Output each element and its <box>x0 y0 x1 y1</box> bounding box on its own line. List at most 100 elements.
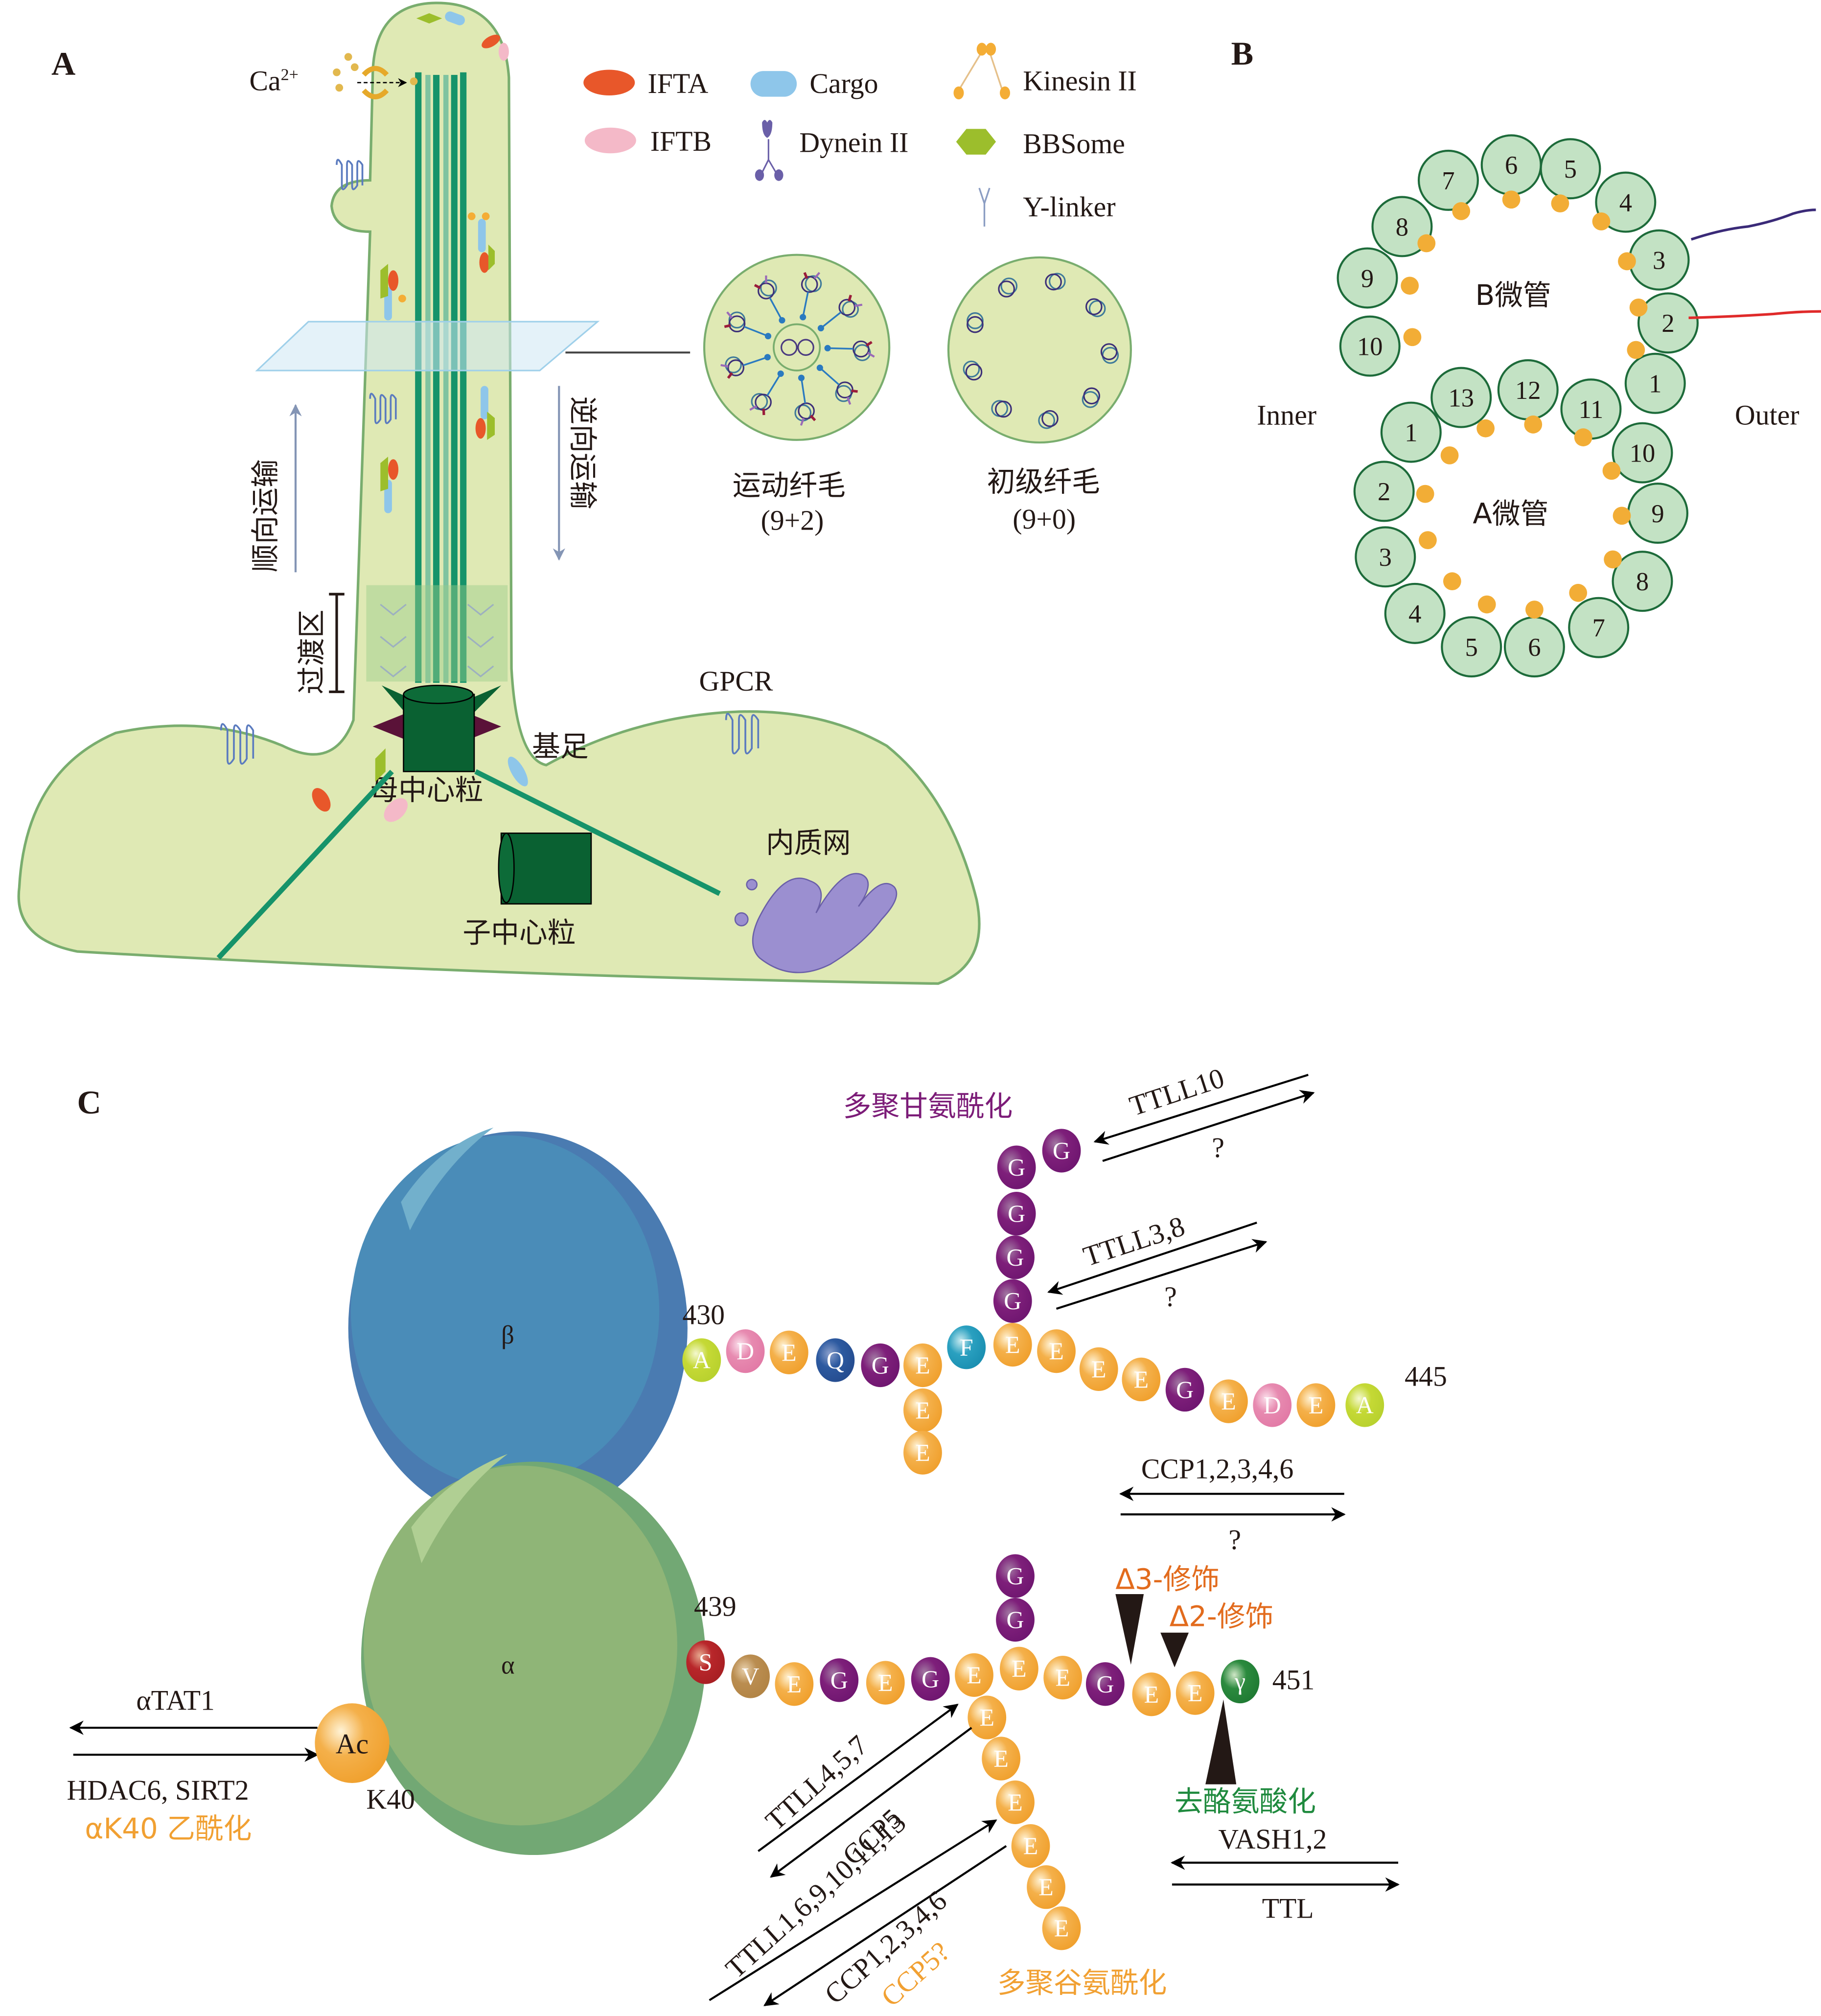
polyglycylation-label: 多聚甘氨酰化 <box>843 1089 1013 1123</box>
cargo-icon <box>750 71 797 97</box>
protofilament-number: 8 <box>1636 568 1649 596</box>
legend-cargo: Cargo <box>809 69 878 99</box>
legend-bbsome: BBSome <box>1023 129 1125 160</box>
bbsome-particle <box>375 748 386 782</box>
amino-acid-letter: E <box>1008 1789 1022 1816</box>
amino-acid-bead: V <box>731 1654 770 1698</box>
protofilament: 4 <box>1595 171 1657 233</box>
protofilament-number: 2 <box>1378 478 1390 506</box>
amino-acid-letter: E <box>782 1339 796 1366</box>
mt-inner-protein <box>1613 507 1631 525</box>
delta3-cleavage-marker <box>1115 1594 1144 1665</box>
motile-cilium-label: 运动纤毛 <box>733 469 846 502</box>
inner-label: Inner <box>1257 400 1316 431</box>
protofilament: 5 <box>1540 138 1601 200</box>
amino-acid-bead: E <box>1176 1671 1215 1715</box>
beta-label: β <box>501 1321 514 1349</box>
daughter-centriole-label: 子中心粒 <box>462 916 576 950</box>
endoplasmic-reticulum-icon <box>734 873 898 973</box>
amino-acid-letter: V <box>742 1663 760 1690</box>
protofilament: 9 <box>1337 247 1398 309</box>
amino-acid-bead: G <box>911 1657 950 1701</box>
ttll457-label: TTLL4,5,7 <box>760 1730 874 1837</box>
acetyl-label: Ac <box>336 1729 369 1760</box>
amino-acid-letter: E <box>915 1352 930 1379</box>
basal-body-label: 基足 <box>532 730 589 763</box>
protofilament: 1 <box>1624 352 1686 414</box>
microtubule-doublet <box>800 272 822 321</box>
amino-acid-letter: E <box>967 1662 981 1689</box>
radial-spoke <box>820 311 842 329</box>
protofilament-number: 8 <box>1396 213 1408 241</box>
ccp5-arrow <box>770 1727 972 1878</box>
amino-acid-letter: G <box>1096 1670 1114 1697</box>
amino-acid-letter: E <box>1012 1655 1026 1682</box>
protofilament: 1 <box>1380 401 1442 463</box>
radial-spoke <box>743 356 768 367</box>
amino-acid-letter: G <box>922 1666 939 1692</box>
amino-acid-bead: E <box>982 1737 1021 1781</box>
calcium-label: Ca2+ <box>249 66 298 97</box>
amino-acid-bead: G <box>997 1145 1036 1189</box>
ttll-long-arrow <box>709 1819 997 2001</box>
amino-acid-letter: G <box>1007 1563 1024 1590</box>
outer-dynein-arm <box>749 405 757 411</box>
transition-zone-bracket <box>329 593 345 694</box>
protofilament: 11 <box>1560 378 1622 440</box>
microtubule-doublet <box>824 340 875 361</box>
mt-inner-protein <box>1551 194 1569 213</box>
microtubule-doublet <box>1085 298 1106 317</box>
amino-acid-bead: E <box>1000 1646 1038 1691</box>
amino-acid-letter: E <box>787 1670 802 1697</box>
radial-spoke <box>766 373 782 396</box>
primary-cilium-subtitle: (9+0) <box>1013 504 1076 535</box>
outer-dynein-arm <box>867 352 875 358</box>
amino-acid-bead: A <box>1345 1383 1384 1427</box>
cytoplasmic-microtubule <box>474 769 721 896</box>
amino-acid-letter: G <box>1004 1288 1021 1315</box>
acetyl-group <box>315 1703 390 1783</box>
outer-dynein-arm <box>720 364 729 368</box>
mt-inner-protein <box>1416 485 1434 503</box>
atat1-label: αTAT1 <box>136 1685 214 1716</box>
legend-ifta: IFTA <box>647 69 708 99</box>
amino-acid-bead: E <box>866 1661 905 1705</box>
amino-acid-bead: E <box>1027 1865 1065 1909</box>
radial-spoke <box>769 297 783 321</box>
mt-inner-protein <box>1592 212 1611 231</box>
protofilament: 10 <box>1612 422 1673 484</box>
mt-inner-protein <box>1525 601 1544 619</box>
legend-ylinker: Y-linker <box>1023 192 1115 223</box>
ttll10-arrow <box>1093 1074 1309 1145</box>
amino-acid-bead: G <box>996 1554 1035 1598</box>
amino-acid-letter: E <box>1144 1681 1159 1708</box>
protofilament-number: 1 <box>1405 418 1417 447</box>
amino-acid-bead: G <box>861 1343 900 1388</box>
beta-tubulin <box>348 1127 688 1525</box>
amino-acid-bead: E <box>1043 1655 1083 1700</box>
kinesin-icon <box>953 43 1011 99</box>
amino-acid-letter: E <box>915 1397 930 1424</box>
protofilament: 9 <box>1627 483 1688 544</box>
ttll10-reverse-arrow <box>1102 1089 1315 1162</box>
a-tubule-label: A微管 <box>1473 497 1548 531</box>
outer-arm-red <box>1688 310 1821 319</box>
ttl-label: TTL <box>1262 1894 1314 1924</box>
amino-acid-bead: G <box>996 1235 1035 1279</box>
mt-inner-protein <box>1403 328 1422 347</box>
ccp-alpha-arrow <box>763 1845 1007 2007</box>
ifta-icon <box>583 70 635 96</box>
microtubule-doublet <box>720 354 771 379</box>
beta-end-number: 445 <box>1405 1362 1447 1392</box>
dynein-icon <box>755 119 784 181</box>
amino-acid-bead: F <box>947 1325 986 1369</box>
microtubule-doublet <box>1038 410 1059 429</box>
amino-acid-letter: E <box>1038 1874 1053 1900</box>
outer-dynein-arm <box>800 417 805 426</box>
dynein-arm <box>754 284 761 289</box>
amino-acid-bead: G <box>996 1598 1035 1642</box>
panel-a-label: A <box>51 45 75 82</box>
acetylation-label: αK40 乙酰化 <box>85 1812 252 1845</box>
protofilament: 2 <box>1353 461 1415 522</box>
